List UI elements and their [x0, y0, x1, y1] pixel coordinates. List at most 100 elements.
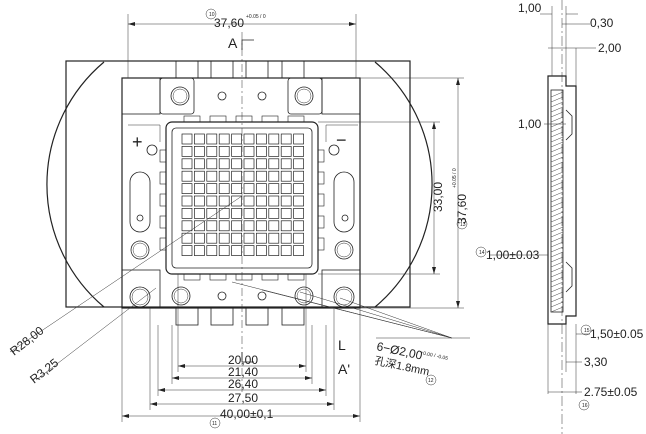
- die-tab: [235, 273, 253, 281]
- hatch-line: [550, 271, 564, 278]
- led-cell: [293, 220, 304, 232]
- led-cell: [268, 208, 280, 219]
- led-cell: [268, 245, 280, 256]
- die-tab: [209, 273, 227, 281]
- die-tab: [317, 237, 325, 251]
- die-tab: [261, 115, 279, 123]
- led-cell: [218, 158, 230, 170]
- hatch-line: [550, 151, 564, 158]
- led-cell: [218, 232, 230, 244]
- hatch-line: [550, 226, 564, 233]
- section-arrow-top: [241, 39, 254, 50]
- led-cell: [206, 133, 218, 145]
- led-cell: [243, 158, 255, 170]
- die-tab: [159, 171, 167, 185]
- led-cell: [268, 146, 280, 157]
- hatch-line: [550, 116, 564, 123]
- led-cell: [256, 158, 267, 170]
- die-tab: [183, 115, 201, 123]
- hatch-line: [550, 251, 564, 258]
- callout-10: 10: [209, 12, 215, 18]
- led-cell: [206, 245, 218, 256]
- led-cell: [256, 208, 267, 219]
- dim-side-150: 1,50±0.05: [590, 327, 644, 341]
- led-cell: [218, 183, 230, 194]
- led-cell: [231, 170, 242, 182]
- mounting-holes: [129, 86, 355, 308]
- hatch-line: [550, 166, 564, 173]
- led-cell: [206, 146, 218, 157]
- dim-r325: R3,25: [27, 355, 61, 386]
- led-cell: [231, 195, 242, 207]
- hatch-line: [550, 141, 564, 148]
- hatch-line: [550, 286, 564, 293]
- led-cell: [268, 220, 280, 232]
- hatch-line: [550, 171, 564, 178]
- led-cell: [231, 133, 242, 145]
- led-cell: [181, 208, 193, 219]
- led-cell: [181, 183, 193, 194]
- dim-2640: 26,40: [228, 377, 258, 391]
- led-cell: [181, 133, 193, 145]
- led-cell: [268, 170, 280, 182]
- led-cell: [280, 183, 292, 194]
- led-grid: [181, 133, 304, 256]
- plus-sign: +: [132, 132, 143, 152]
- led-cell: [293, 232, 304, 244]
- die-tab: [183, 273, 201, 281]
- led-cell: [293, 245, 304, 256]
- led-cell: [280, 220, 292, 232]
- small-holes: [136, 91, 349, 301]
- hatch-line: [550, 306, 564, 313]
- dim-height-outer-tol: +0.05 / 0: [452, 168, 458, 188]
- die-tab: [159, 149, 167, 163]
- dim-side-100-top: 1,00: [518, 1, 542, 15]
- hatch-line: [550, 156, 564, 163]
- board-circle-outline: [46, 61, 433, 308]
- led-cell: [194, 232, 205, 244]
- section-label-top: A: [228, 35, 238, 51]
- led-cell: [231, 245, 242, 256]
- section-letter-bottom: L: [338, 337, 346, 353]
- led-cell: [218, 195, 230, 207]
- led-cell: [293, 208, 304, 219]
- hatch-line: [550, 186, 564, 193]
- hatch-line: [550, 136, 564, 143]
- hatch-line: [550, 276, 564, 283]
- dim-side-275: 2.75±0.05: [584, 385, 638, 399]
- hatch-line: [550, 161, 564, 168]
- hatch-line: [550, 296, 564, 303]
- led-cell: [218, 208, 230, 219]
- callout-15: 15: [584, 328, 590, 334]
- hatch-line: [550, 211, 564, 218]
- led-cell: [206, 208, 218, 219]
- led-cell: [293, 195, 304, 207]
- die-tab: [159, 193, 167, 207]
- dim-side-200: 2,00: [598, 41, 622, 55]
- led-cell: [268, 158, 280, 170]
- led-cell: [293, 133, 304, 145]
- dim-20: 20,00: [228, 353, 258, 367]
- die-tab: [159, 215, 167, 229]
- led-cell: [280, 195, 292, 207]
- led-cell: [181, 232, 193, 244]
- led-cell: [218, 220, 230, 232]
- dim-height-outer: 37,60: [455, 194, 469, 224]
- inner-board: [121, 77, 361, 309]
- hatch-line: [550, 281, 564, 288]
- die-tab: [287, 115, 305, 123]
- die-tab: [317, 193, 325, 207]
- led-cell: [181, 220, 193, 232]
- hatch-line: [550, 206, 564, 213]
- board-outline: [65, 60, 411, 308]
- led-cell: [181, 245, 193, 256]
- led-cell: [231, 220, 242, 232]
- section-label-bottom: A': [338, 361, 350, 377]
- hatch-line: [550, 231, 564, 238]
- led-cell: [280, 158, 292, 170]
- hatch-line: [550, 111, 564, 118]
- led-cell: [231, 232, 242, 244]
- led-cell: [243, 195, 255, 207]
- die-tab: [209, 115, 227, 123]
